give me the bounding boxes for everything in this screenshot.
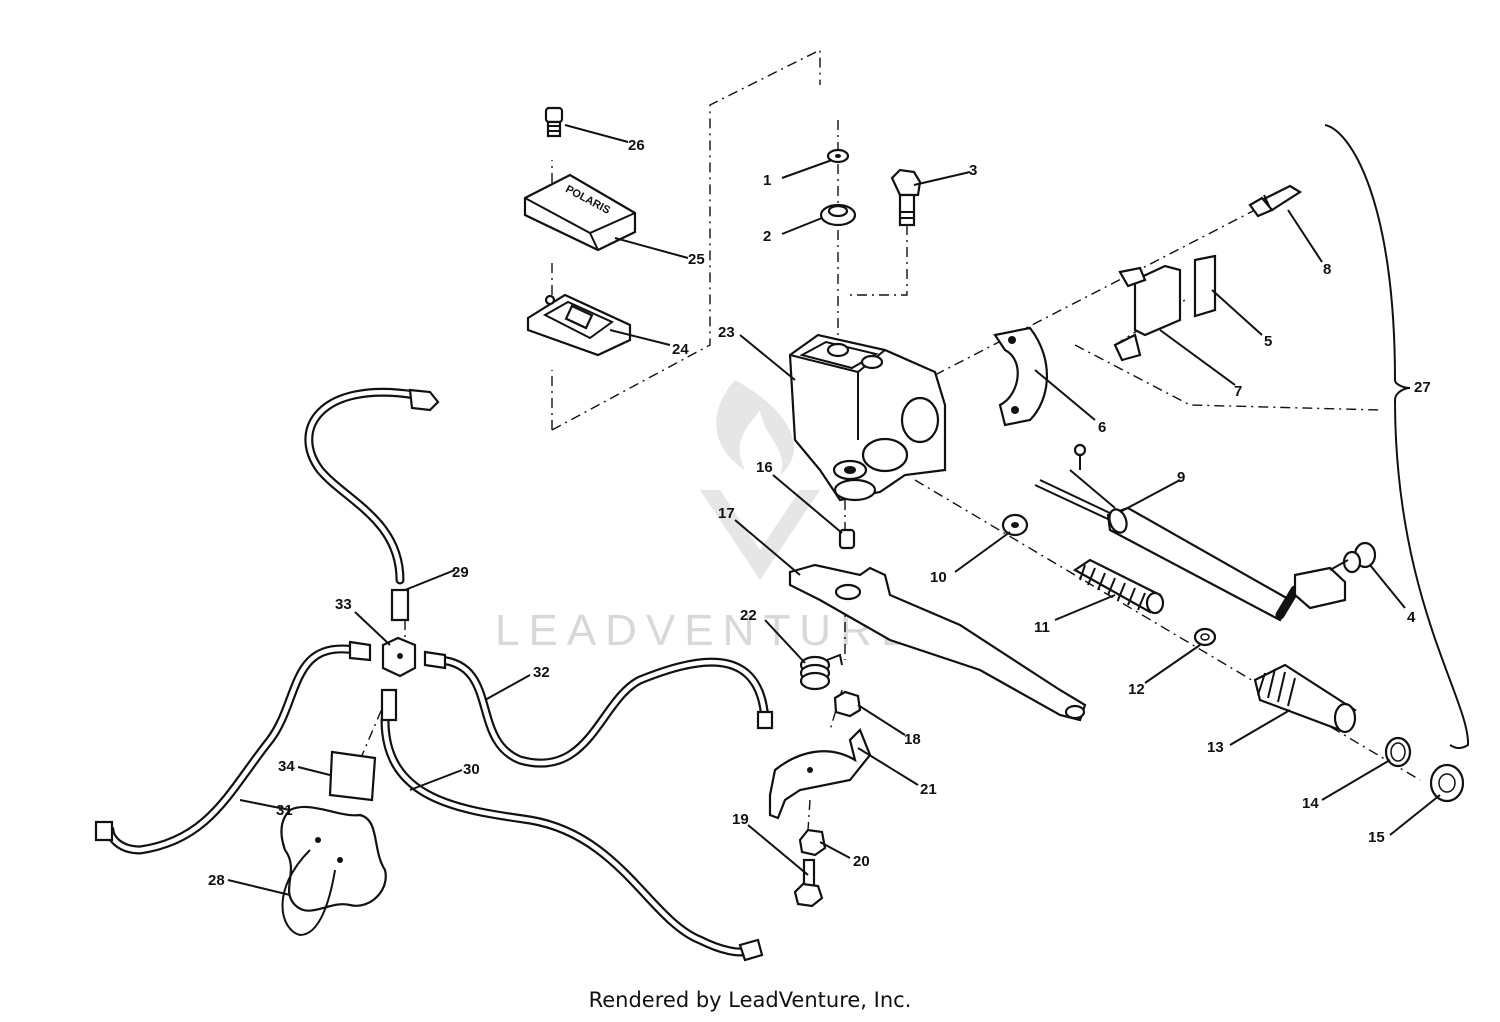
rendered-by-footer: Rendered by LeadVenture, Inc. (588, 988, 912, 1012)
part-11-spring (1072, 558, 1165, 615)
part-4-switch-nut (1329, 541, 1377, 574)
callout-12: 12 (1128, 681, 1145, 698)
part-7-bracket (1113, 264, 1182, 362)
callout-4: 4 (1407, 609, 1416, 626)
part-19-bolt (793, 858, 824, 908)
part-6-clamp (993, 326, 1049, 427)
part-12-washer (1193, 627, 1217, 647)
callout-17: 17 (718, 505, 735, 522)
part-10-washer (1001, 513, 1029, 537)
part-2-seal (819, 203, 857, 227)
callout-27: 27 (1414, 379, 1431, 396)
part-16-bushing (838, 528, 856, 550)
watermark-text: LEADVENTURE (495, 606, 919, 655)
callout-24: 24 (672, 341, 689, 358)
callout-20: 20 (853, 853, 870, 870)
callout-33: 33 (335, 596, 352, 613)
part-13-piston (1253, 663, 1357, 734)
callout-2: 2 (763, 228, 771, 245)
watermark: LEADVENTURE (495, 380, 919, 655)
callout-29: 29 (452, 564, 469, 581)
part-30-hose (380, 688, 764, 962)
callout-25: 25 (688, 251, 705, 268)
callout-32: 32 (533, 664, 550, 681)
callout-18: 18 (904, 731, 921, 748)
part-29-hose (304, 387, 440, 622)
callout-15: 15 (1368, 829, 1385, 846)
part-33-tee-fitting (381, 636, 417, 678)
part-23-master-cylinder (788, 333, 947, 502)
callout-5: 5 (1264, 333, 1272, 350)
part-14-ring (1384, 736, 1412, 768)
part-3-bolt (890, 168, 922, 227)
callout-19: 19 (732, 811, 749, 828)
part-34-label (328, 750, 377, 802)
callout-10: 10 (930, 569, 947, 586)
part-31-hose (94, 640, 372, 855)
leader-lines (227, 124, 1441, 896)
callout-7: 7 (1234, 383, 1242, 400)
part-32-hose (423, 650, 774, 768)
part-5-pad (1193, 254, 1217, 318)
part-8-bolt (1248, 184, 1303, 218)
callout-14: 14 (1302, 795, 1319, 812)
callout-11: 11 (1034, 619, 1050, 636)
callout-21: 21 (920, 781, 937, 798)
part-17-lever (788, 563, 1087, 722)
callout-3: 3 (969, 162, 977, 179)
part-1-washer (826, 148, 850, 164)
part-22-torsion-spring (799, 653, 843, 691)
callout-6: 6 (1098, 419, 1106, 436)
part-26-screw (544, 106, 564, 138)
callout-9: 9 (1177, 469, 1185, 486)
callout-22: 22 (740, 607, 757, 624)
part-20-nut (798, 828, 827, 857)
part-18-nut (833, 690, 862, 718)
callout-26: 26 (628, 137, 645, 154)
callout-23: 23 (718, 324, 735, 341)
part-21-bracket (768, 728, 872, 820)
part-9-brake-switch (1034, 443, 1347, 622)
callout-34: 34 (278, 758, 295, 775)
callout-8: 8 (1323, 261, 1331, 278)
callout-30: 30 (463, 761, 480, 778)
part-15-washer (1429, 763, 1465, 803)
callout-31: 31 (276, 802, 293, 819)
callout-13: 13 (1207, 739, 1224, 756)
callout-28: 28 (208, 872, 225, 889)
callout-labels: 1 2 3 4 5 6 7 8 9 10 11 12 13 14 15 16 1… (208, 137, 1431, 889)
bracket-27 (1324, 124, 1470, 749)
part-24-diaphragm (526, 293, 632, 357)
callout-16: 16 (756, 459, 773, 476)
callout-1: 1 (763, 172, 771, 189)
part-28-strap (280, 805, 387, 937)
